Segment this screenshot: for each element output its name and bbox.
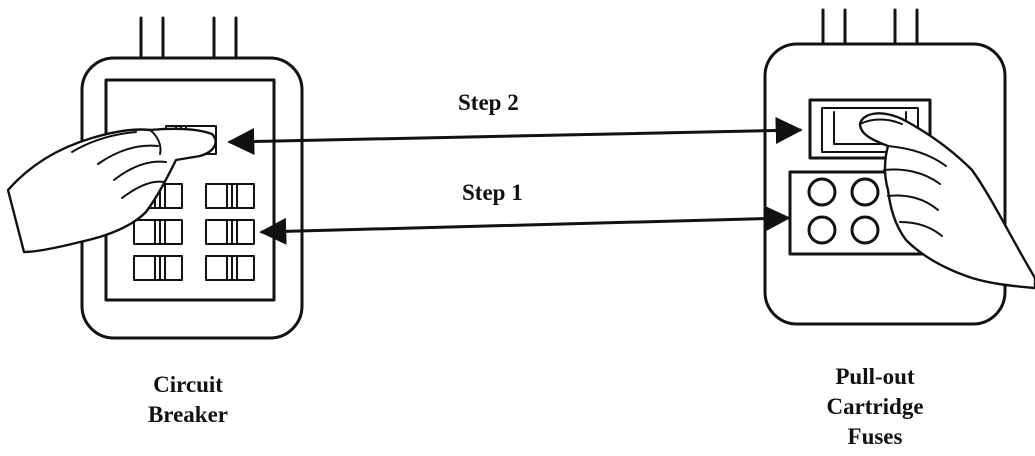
fuse-panel [763, 8, 1035, 326]
cartridge-fuse-icon [807, 215, 837, 245]
fuse-enclosure [763, 42, 1007, 326]
fuse-supply-wires [821, 8, 919, 46]
fuses-label-line: Cartridge [826, 394, 924, 419]
breaker-switch-icon [205, 255, 255, 281]
circuit-breaker-label-line: Breaker [147, 402, 229, 427]
step1-label: Step 1 [462, 180, 523, 205]
breaker-switch-icon [205, 183, 255, 209]
fuses-label: Pull-out Cartridge Fuses [790, 362, 960, 452]
circuit-breaker-label-line: Circuit [153, 372, 223, 397]
cartridge-fuse-icon [807, 177, 837, 207]
cartridge-fuse-icon [850, 215, 880, 245]
breaker-switch-icon [133, 255, 183, 281]
fuses-label-line: Pull-out [835, 364, 915, 389]
circuit-breaker-label: Circuit Breaker [118, 370, 258, 430]
breaker-switch-icon [205, 219, 255, 245]
hand-icon [6, 127, 217, 254]
step2-arrow [227, 117, 803, 155]
fuses-label-line: Fuses [847, 424, 903, 449]
step1-arrow [259, 205, 791, 245]
breaker-supply-wires [139, 16, 238, 60]
hand-icon [858, 112, 1035, 290]
step2-label: Step 2 [458, 90, 519, 115]
circuit-breaker-panel [6, 16, 304, 340]
breaker-switch-icon [133, 219, 183, 245]
cartridge-fuse-icon [850, 177, 880, 207]
